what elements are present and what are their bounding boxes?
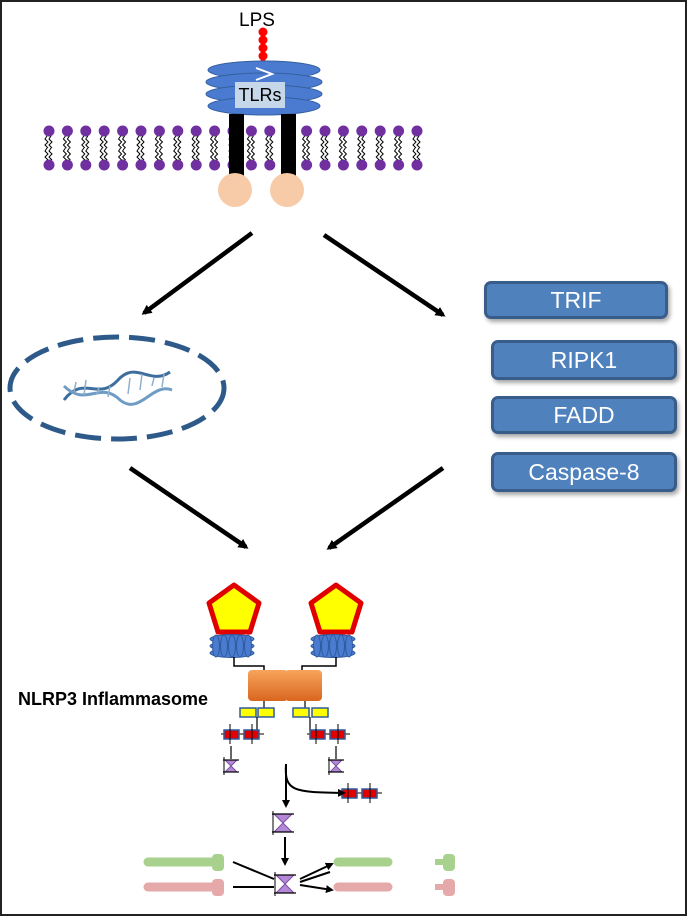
dna-helix-icon: [62, 370, 173, 406]
tlrs-label: TLRs: [235, 82, 285, 108]
nucleus: [7, 334, 227, 442]
nlrp3-inflammasome-label: NLRP3 Inflammasome: [18, 689, 209, 709]
pentagon-icon: [308, 582, 364, 635]
fadd-box: FADD: [491, 396, 677, 434]
pro-il-cleavage: [143, 854, 455, 896]
pentagon-icon: [206, 582, 262, 635]
arrow-caspase8-to-inflammasome: [326, 466, 445, 550]
nlrp3-inflammasome: [206, 582, 382, 896]
ripk1-box: RIPK1: [491, 340, 677, 380]
hourglass-icon: [328, 757, 344, 775]
caspase-8-box: Caspase-8: [491, 452, 677, 492]
trif-box: TRIF: [484, 281, 668, 319]
hourglass-icon: [274, 872, 296, 896]
arrow-to-nucleus: [141, 231, 254, 315]
hourglass-icon: [272, 811, 294, 835]
arrow-nucleus-to-inflammasome: [128, 466, 249, 549]
lps-label: LPS: [239, 10, 275, 31]
arrow-to-trif: [322, 233, 446, 317]
hourglass-icon: [223, 757, 239, 775]
